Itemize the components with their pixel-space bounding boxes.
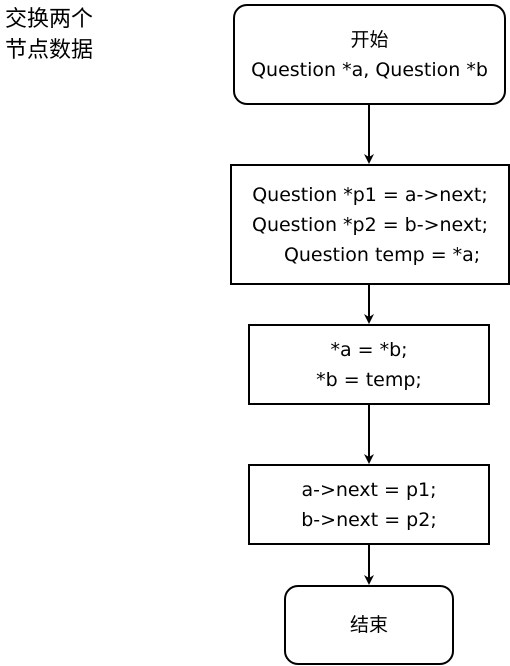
end-node: 结束 xyxy=(284,585,454,665)
start-node: 开始 Question *a, Question *b xyxy=(233,4,506,105)
end-label: 结束 xyxy=(349,614,388,636)
code-line: Question temp = *a; xyxy=(259,243,481,266)
code-line: Question *p2 = b->next; xyxy=(252,213,488,236)
code-line: *a = *b; xyxy=(330,338,408,361)
process-save-pointers: Question *p1 = a->next; Question *p2 = b… xyxy=(230,164,510,285)
start-params: Question *a, Question *b xyxy=(251,58,488,81)
title-line: 交换两个 xyxy=(5,7,94,32)
process-restore-next: a->next = p1; b->next = p2; xyxy=(248,464,490,545)
code-line: *b = temp; xyxy=(316,368,422,391)
title-line: 节点数据 xyxy=(5,38,94,63)
code-line: b->next = p2; xyxy=(301,508,437,531)
code-line: Question *p1 = a->next; xyxy=(252,183,488,206)
start-label: 开始 xyxy=(350,28,389,51)
diagram-title: 交换两个 节点数据 xyxy=(5,4,145,66)
process-swap-data: *a = *b; *b = temp; xyxy=(248,324,490,405)
code-line: a->next = p1; xyxy=(301,478,437,501)
